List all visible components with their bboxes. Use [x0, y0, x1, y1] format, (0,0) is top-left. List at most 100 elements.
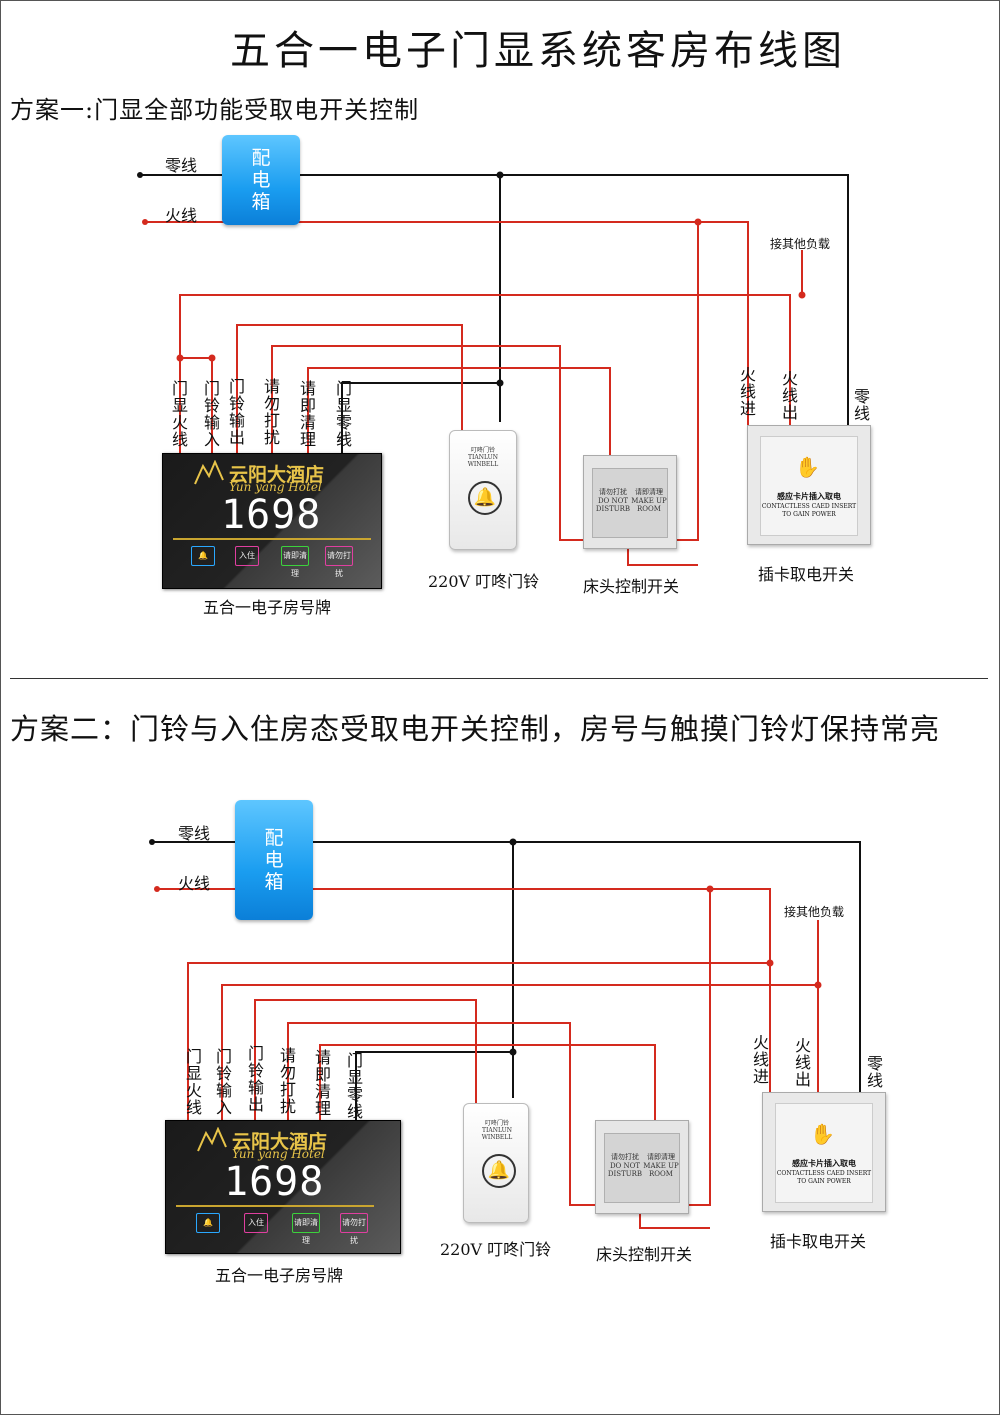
s2-neutral-main: [152, 841, 861, 1092]
make-up-room-button: 请即清理: [292, 1213, 320, 1245]
s2-terminal-label: 请即清理: [314, 1048, 331, 1118]
s2-card-terminal-label: 火线进: [752, 1033, 769, 1086]
make-up-room-button: 请即清理: [281, 546, 309, 578]
hotel-name: 云阳大酒店: [229, 464, 325, 486]
s1-terminal-label: 门显火线: [171, 379, 188, 449]
s1-distribution-box: 配电箱: [222, 135, 300, 225]
s2-card-switch: ✋ 感应卡片插入取电 CONTACTLESS CAED INSERT TO GA…: [762, 1092, 886, 1212]
s2-terminal-label: 门显零线: [346, 1051, 363, 1121]
panel-divider: [176, 1205, 374, 1207]
hotel-logo-icon: [197, 1127, 227, 1152]
s1-bell-out: [236, 324, 463, 455]
s1-card-terminal-label: 火线进: [739, 365, 756, 418]
s1-terminal-label: 门铃输入: [203, 379, 220, 449]
s1-card-caption: 插卡取电开关: [758, 565, 855, 584]
s2-live-label: 火线: [178, 874, 211, 893]
s2-terminal-label: 门铃输入: [215, 1047, 232, 1117]
s1-live-label: 火线: [165, 206, 198, 225]
s2-bell-caption: 220V 叮咚门铃: [440, 1240, 552, 1259]
s1-live-out: [179, 294, 791, 455]
scheme1-title: 方案一:门显全部功能受取电开关控制: [10, 96, 420, 124]
page-title: 五合一电子门显系统客房布线图: [230, 28, 846, 74]
occupied-button: 入住: [235, 546, 259, 566]
s2-live-out: [221, 984, 819, 1122]
section-divider: [10, 678, 988, 679]
s1-switch-out: [627, 548, 698, 566]
s2-live-main: [157, 888, 771, 1092]
s2-switch-out: [639, 1212, 710, 1229]
bell-icon: 🔔: [482, 1154, 516, 1188]
panel-divider: [173, 538, 371, 540]
s1-door-display-panel: 云阳大酒店 Yun yang Hotel 1698 🔔 入住 请即清理 请勿打扰: [162, 453, 382, 589]
card-text-cn: 感应卡片插入取电: [777, 491, 841, 501]
s2-bell-out: [254, 999, 477, 1122]
scheme1-dots: [137, 171, 806, 387]
s2-card-terminal-label: 火线出: [794, 1036, 811, 1089]
scheme2-wires: [152, 841, 861, 1229]
s1-terminal-label: 门显零线: [335, 379, 352, 449]
s2-terminal-label: 门显火线: [185, 1047, 202, 1117]
s1-dnd: [271, 222, 699, 541]
s1-panel-neutral: [341, 382, 500, 455]
s1-box-label: 配电箱: [251, 147, 271, 213]
do-not-disturb-button: 请勿打扰: [325, 546, 353, 578]
s1-bell-caption: 220V 叮咚门铃: [428, 572, 540, 591]
s1-card-terminal-label: 火线出: [781, 369, 798, 422]
s1-switch-caption: 床头控制开关: [583, 577, 680, 596]
s2-panel-neutral: [355, 1051, 513, 1122]
scheme2-dots: [149, 838, 822, 1056]
s1-terminal-label: 请即清理: [299, 379, 316, 449]
bell-icon: 🔔: [468, 481, 502, 515]
card-text-cn: 感应卡片插入取电: [792, 1158, 856, 1168]
s2-card-caption: 插卡取电开关: [770, 1232, 867, 1251]
s1-terminal-label: 请勿打扰: [263, 377, 280, 447]
s1-live-main: [145, 221, 749, 425]
s2-terminal-label: 请勿打扰: [279, 1046, 296, 1116]
s2-distribution-box: 配电箱: [235, 800, 313, 920]
s2-card-terminal-label: 零线: [866, 1054, 883, 1090]
card-text-en: CONTACTLESS CAED INSERT TO GAIN POWER: [776, 1170, 872, 1185]
s2-panel-live: [187, 962, 770, 1122]
s1-mur: [307, 367, 611, 455]
room-number: 1698: [221, 492, 322, 538]
scheme2-title: 方案二：门铃与入住房态受取电开关控制，房号与触摸门铃灯保持常亮: [10, 712, 941, 746]
s2-switch-caption: 床头控制开关: [596, 1245, 693, 1264]
hotel-logo-icon: [194, 460, 224, 485]
s2-other-load-label: 接其他负载: [784, 905, 845, 919]
s1-neutral-main: [140, 174, 849, 425]
s1-other-load-label: 接其他负载: [770, 237, 831, 251]
s2-door-display-panel: 云阳大酒店 Yun yang Hotel 1698 🔔 入住 请即清理 请勿打扰: [165, 1120, 401, 1254]
do-not-disturb-button: 请勿打扰: [340, 1213, 368, 1245]
s1-card-switch: ✋ 感应卡片插入取电 CONTACTLESS CAED INSERT TO GA…: [747, 425, 871, 545]
s2-panel-caption: 五合一电子房号牌: [215, 1266, 344, 1285]
s1-neutral-label: 零线: [165, 156, 198, 175]
room-number: 1698: [224, 1159, 325, 1205]
hotel-name-en: Yun yang Hotel: [232, 1147, 325, 1161]
s2-dnd: [287, 889, 711, 1206]
doorbell-touch-icon: 🔔: [191, 546, 215, 566]
hotel-name-en: Yun yang Hotel: [229, 480, 322, 494]
doorbell-touch-icon: 🔔: [196, 1213, 220, 1233]
card-text-en: CONTACTLESS CAED INSERT TO GAIN POWER: [761, 503, 857, 518]
s1-panel-caption: 五合一电子房号牌: [203, 598, 332, 617]
hotel-name: 云阳大酒店: [232, 1131, 328, 1153]
occupied-button: 入住: [244, 1213, 268, 1233]
s1-card-terminal-label: 零线: [853, 387, 870, 423]
s2-mur: [319, 1044, 656, 1122]
s2-terminal-label: 门铃输出: [247, 1044, 264, 1114]
s2-box-label: 配电箱: [264, 827, 284, 893]
s1-terminal-label: 门铃输出: [228, 377, 245, 447]
card-hand-icon: ✋: [795, 455, 820, 479]
card-hand-icon: ✋: [810, 1122, 835, 1146]
